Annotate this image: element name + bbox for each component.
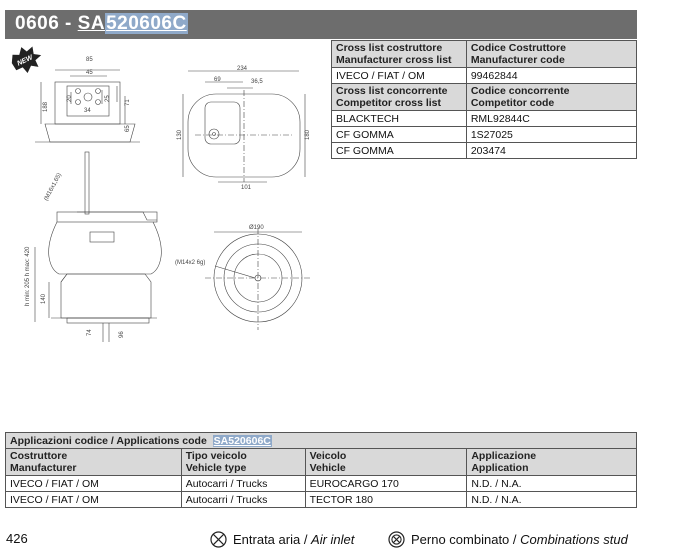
product-code: 520606C: [105, 13, 188, 34]
elevation-view: h min: 205 h max: 420 (M16x1,65) 140 74 …: [25, 151, 162, 342]
table-cell: TECTOR 180: [304, 491, 468, 508]
product-title: 0606 - SA520606C: [15, 13, 188, 34]
top-plate-view: 85 45 20 34 25 71 188 65: [35, 57, 140, 143]
svg-text:71: 71: [125, 99, 131, 106]
table-cell: EUROCARGO 170: [304, 475, 468, 492]
table-row: Applicazioni codice / Applications code …: [5, 432, 637, 449]
table-cell: IVECO / FIAT / OM: [5, 491, 182, 508]
table-cell: BLACKTECH: [331, 110, 467, 127]
plan-view: 234 69 36,5 130 180 101: [177, 66, 311, 191]
svg-text:140: 140: [41, 293, 47, 304]
legend-combination-stud: Perno combinato / Combinations stud: [388, 531, 628, 548]
technical-drawing: NEW 85 45 20 34 25 71 188 65: [11, 46, 311, 342]
table-cell: N.D. / N.A.: [466, 475, 637, 492]
combination-stud-icon: [388, 531, 405, 548]
svg-text:34: 34: [84, 108, 91, 114]
air-inlet-icon: [210, 531, 227, 548]
svg-text:180: 180: [305, 129, 311, 140]
svg-text:45: 45: [86, 70, 93, 76]
svg-text:20: 20: [67, 95, 73, 102]
svg-text:69: 69: [214, 77, 221, 83]
page-number: 426: [6, 531, 28, 546]
table-cell: RML92844C: [465, 110, 638, 127]
svg-text:101: 101: [241, 185, 252, 191]
new-badge: NEW: [11, 46, 42, 73]
svg-text:234: 234: [237, 66, 248, 72]
svg-text:(M14x2 6g): (M14x2 6g): [175, 260, 205, 266]
svg-text:130: 130: [177, 129, 183, 140]
applications-table: Applicazioni codice / Applications code …: [5, 432, 637, 508]
svg-text:Ø190: Ø190: [249, 225, 264, 231]
table-cell: CF GOMMA: [331, 126, 467, 143]
table-cell: IVECO / FIAT / OM: [5, 475, 182, 492]
table-cell: 203474: [465, 142, 638, 159]
table-row: IVECO / FIAT / OM Autocarri / Trucks TEC…: [5, 491, 637, 508]
legend-air-inlet: Entrata aria / Air inlet: [210, 531, 354, 548]
table-row: BLACKTECH RML92844C: [331, 110, 638, 127]
svg-text:(M16x1,65): (M16x1,65): [43, 172, 63, 202]
svg-text:25: 25: [105, 95, 111, 102]
svg-text:36,5: 36,5: [251, 79, 263, 85]
svg-text:85: 85: [86, 57, 93, 63]
applications-title: Applicazioni codice / Applications code …: [5, 432, 637, 449]
svg-text:96: 96: [119, 331, 125, 338]
bottom-view: Ø190 (M14x2 6g): [175, 225, 311, 330]
applications-code: SA520606C: [212, 434, 272, 447]
title-bar: 0606 - SA520606C: [5, 10, 637, 39]
table-cell: Autocarri / Trucks: [180, 475, 306, 492]
table-cell: IVECO / FIAT / OM: [331, 67, 467, 84]
table-cell: CF GOMMA: [331, 142, 467, 159]
table-row: CF GOMMA 203474: [331, 142, 638, 159]
table-cell: 99462844: [465, 67, 638, 84]
table-row: IVECO / FIAT / OM 99462844: [331, 67, 638, 84]
svg-text:h min: 205 h max: 420: h min: 205 h max: 420: [25, 246, 31, 306]
table-cell: N.D. / N.A.: [466, 491, 637, 508]
table-row: IVECO / FIAT / OM Autocarri / Trucks EUR…: [5, 475, 637, 492]
svg-text:65: 65: [125, 125, 131, 132]
svg-text:188: 188: [43, 101, 49, 112]
table-cell: 1S27025: [465, 126, 638, 143]
table-row: CF GOMMA 1S27025: [331, 126, 638, 143]
svg-text:74: 74: [87, 329, 93, 336]
table-cell: Autocarri / Trucks: [180, 491, 306, 508]
